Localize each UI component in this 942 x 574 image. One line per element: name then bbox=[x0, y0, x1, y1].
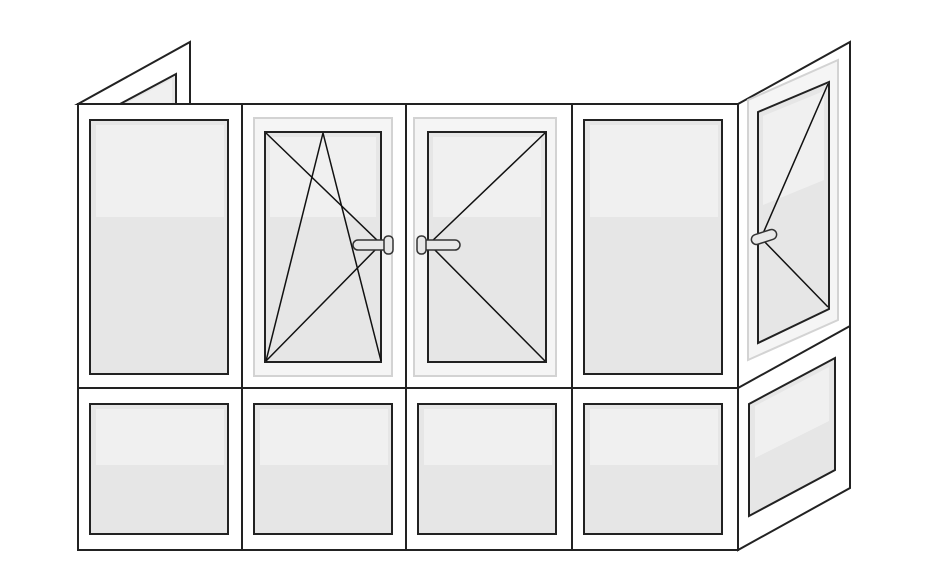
panel-3-bottom bbox=[417, 403, 557, 535]
window-handle-right-side bbox=[750, 228, 778, 246]
main-dividers bbox=[78, 104, 738, 550]
panel-1-top bbox=[89, 119, 229, 375]
panel-4-bottom bbox=[583, 403, 723, 535]
window-handle-knob-panel-3 bbox=[416, 235, 427, 255]
panel-2-top bbox=[253, 117, 394, 377]
right-side-panels bbox=[737, 40, 851, 552]
left-side-panel bbox=[74, 40, 191, 105]
panel-4-top bbox=[583, 119, 723, 375]
tilt-lines-panel-2 bbox=[265, 132, 382, 362]
panel-1-bottom bbox=[89, 403, 229, 535]
window-handle-knob-panel-2 bbox=[383, 235, 394, 255]
panel-2-bottom bbox=[253, 403, 393, 535]
panel-3-top bbox=[413, 117, 557, 377]
